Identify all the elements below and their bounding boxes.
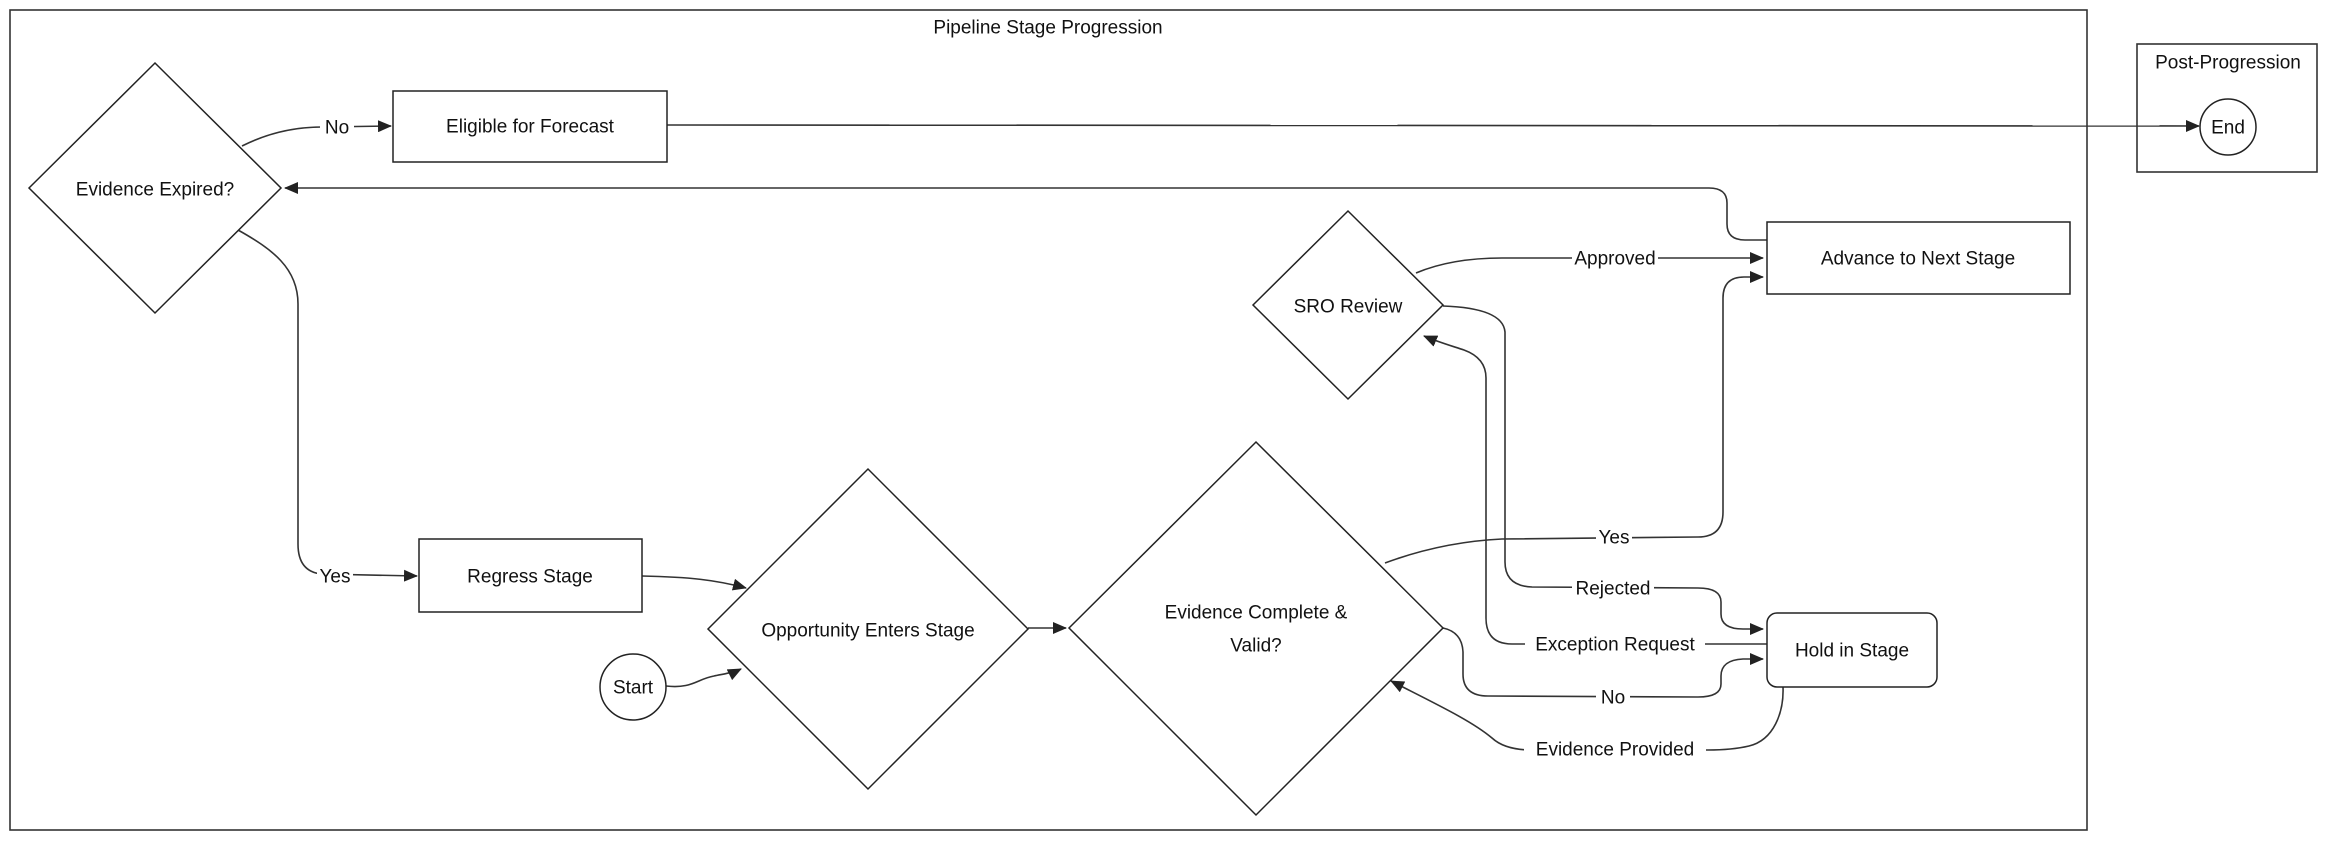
- edge-evidence-expired-to-regress: [237, 229, 418, 582]
- edge-label-text: Evidence Provided: [1536, 740, 1694, 761]
- node-sro-review: SRO Review: [1251, 209, 1445, 401]
- end-label: End: [2211, 118, 2245, 139]
- opportunity-enters-stage-diamond: [706, 467, 1030, 791]
- eligible-for-forecast-label: Eligible for Forecast: [446, 117, 615, 138]
- edge-label-bg: [1596, 526, 1632, 548]
- edge-label-bg: [1596, 686, 1630, 708]
- edge-label-yes-advance: Yes: [1596, 526, 1632, 549]
- main-container: Pipeline Stage Progression: [9, 9, 2088, 831]
- end-circle: [2199, 98, 2257, 156]
- edge-label-yes-regress: Yes: [317, 565, 353, 588]
- post-progression-border: [2136, 43, 2318, 173]
- node-end: End: [2199, 98, 2257, 156]
- edge-label-rejected: Rejected: [1572, 577, 1654, 600]
- node-advance-to-next-stage: Advance to Next Stage: [1766, 221, 2071, 295]
- evidence-expired-diamond: [27, 61, 283, 315]
- edge-labels-layer: No Yes Yes Approved Rejected Exception R…: [317, 116, 1706, 761]
- evidence-complete-valid-label-line1: Evidence Complete &: [1165, 603, 1348, 624]
- opportunity-enters-stage-label: Opportunity Enters Stage: [761, 621, 974, 642]
- main-container-border: [9, 9, 2088, 831]
- regress-stage-label: Regress Stage: [467, 567, 593, 588]
- evidence-complete-valid-diamond: [1067, 440, 1445, 817]
- edge-sro-to-advance: [1415, 252, 1764, 274]
- edge-label-no-hold: No: [1596, 686, 1630, 709]
- node-regress-stage: Regress Stage: [418, 538, 643, 613]
- edge-evidence-expired-to-eligible: [241, 120, 392, 147]
- edge-label-text: Exception Request: [1535, 635, 1695, 656]
- diagram-title: Pipeline Stage Progression: [933, 18, 1162, 39]
- edge-label-text: No: [1601, 688, 1625, 709]
- edge-hold-to-sro: [1423, 335, 1767, 645]
- node-opportunity-enters-stage: Opportunity Enters Stage: [706, 467, 1030, 791]
- regress-stage-rect: [418, 538, 643, 613]
- edge-label-exception-request: Exception Request: [1525, 633, 1705, 656]
- edge-evidence-valid-to-hold: [1442, 627, 1764, 698]
- edge-label-text: Rejected: [1576, 579, 1651, 600]
- start-circle: [599, 653, 667, 721]
- edge-start-to-opportunity: [665, 668, 742, 688]
- edge-label-evidence-provided: Evidence Provided: [1524, 738, 1706, 761]
- node-eligible-for-forecast: Eligible for Forecast: [392, 90, 668, 163]
- edge-eligible-to-end: [666, 119, 2200, 132]
- node-evidence-expired: Evidence Expired?: [27, 61, 283, 315]
- edge-label-text: Yes: [1599, 528, 1630, 549]
- edge-label-bg: [1525, 633, 1705, 655]
- edge-label-bg: [320, 116, 354, 138]
- advance-to-next-stage-label: Advance to Next Stage: [1821, 249, 2015, 270]
- edge-regress-to-opportunity: [641, 575, 747, 591]
- post-progression-container: Post-Progression: [2136, 43, 2318, 173]
- edge-label-bg: [317, 565, 353, 587]
- node-start: Start: [599, 653, 667, 721]
- edge-label-bg: [1524, 738, 1706, 760]
- edge-label-text: Yes: [320, 567, 351, 588]
- sro-review-diamond: [1251, 209, 1445, 401]
- edge-label-no-forecast: No: [320, 116, 354, 139]
- start-label: Start: [613, 678, 654, 699]
- node-hold-in-stage: Hold in Stage: [1766, 612, 1938, 688]
- edge-label-bg: [1572, 247, 1658, 269]
- evidence-expired-label: Evidence Expired?: [76, 180, 234, 201]
- evidence-complete-valid-label-line2: Valid?: [1230, 636, 1281, 657]
- edges-layer: [237, 119, 2200, 751]
- edge-label-text: No: [325, 118, 349, 139]
- edge-label-bg: [1572, 577, 1654, 599]
- edge-advance-to-evidence-expired: [284, 182, 1767, 241]
- edge-label-approved: Approved: [1572, 247, 1658, 270]
- sro-review-label: SRO Review: [1294, 297, 1403, 318]
- edge-label-text: Approved: [1574, 249, 1655, 270]
- node-evidence-complete-valid: Evidence Complete & Valid?: [1067, 440, 1445, 817]
- hold-in-stage-rect: [1766, 612, 1938, 688]
- eligible-for-forecast-rect: [392, 90, 668, 163]
- advance-to-next-stage-rect: [1766, 221, 2071, 295]
- post-progression-title: Post-Progression: [2155, 53, 2301, 74]
- edge-evidence-valid-to-advance: [1384, 271, 1764, 564]
- hold-in-stage-label: Hold in Stage: [1795, 641, 1909, 662]
